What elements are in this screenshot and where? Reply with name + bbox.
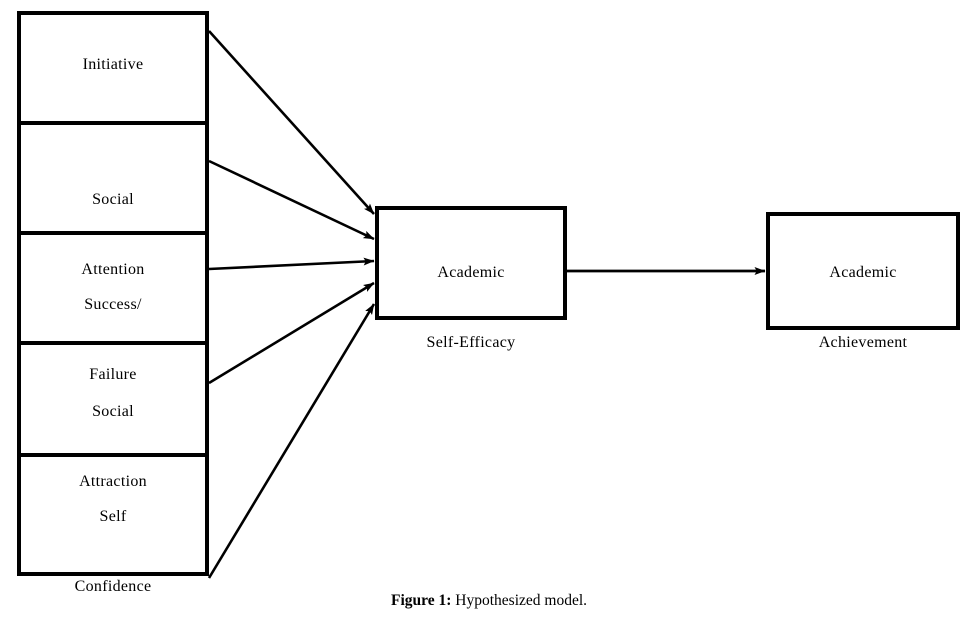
predictor-label-social-attention: Social Attention — [19, 160, 207, 310]
mediator-box-academic-self-efficacy[interactable] — [375, 206, 567, 320]
label-line: Academic — [437, 264, 505, 281]
label-line: Attraction — [79, 473, 147, 490]
label-line: Self-Efficacy — [426, 334, 516, 351]
label-line: Failure — [89, 366, 137, 383]
figure-caption-text: Hypothesized model. — [451, 592, 588, 609]
label-line: Initiative — [82, 56, 144, 73]
predictor-label-self-confidence: Self Confidence — [19, 477, 207, 627]
arrow-success-failure-to-self-efficacy — [208, 257, 375, 271]
label-line: Confidence — [74, 578, 152, 595]
predictor-box-stack — [17, 11, 209, 576]
predictor-arrow-group — [207, 30, 376, 579]
predictor-box-social-attention[interactable] — [17, 121, 209, 235]
arrow-social-attraction-to-self-efficacy — [208, 281, 375, 385]
arrow-social-attention-to-self-efficacy — [208, 159, 375, 241]
predictor-label-success-failure: Success/ Failure — [19, 265, 207, 415]
outcome-box-academic-achievement[interactable] — [766, 212, 960, 330]
label-line: Attention — [81, 261, 145, 278]
label-line: Social — [92, 403, 134, 420]
label-line: Academic — [829, 264, 897, 281]
predictor-box-self-confidence[interactable] — [17, 453, 209, 576]
label-line: Achievement — [818, 334, 908, 351]
figure-caption: Figure 1: Hypothesized model. — [0, 592, 978, 610]
figure-caption-label: Figure 1: — [390, 592, 452, 609]
predictor-box-social-attraction[interactable] — [17, 341, 209, 457]
arrow-self-confidence-to-self-efficacy — [207, 303, 376, 579]
arrow-initiative-to-self-efficacy — [208, 30, 375, 215]
predictor-box-initiative[interactable] — [17, 11, 209, 125]
label-line: Self — [99, 508, 127, 525]
label-line: Social — [92, 191, 134, 208]
mediator-label-academic-self-efficacy: Academic Self-Efficacy — [377, 233, 565, 383]
predictor-label-initiative: Initiative — [19, 25, 207, 105]
predictor-label-social-attraction: Social Attraction — [19, 372, 207, 522]
label-line: Success/ — [84, 296, 142, 313]
outcome-label-academic-achievement: Academic Achievement — [768, 233, 958, 383]
